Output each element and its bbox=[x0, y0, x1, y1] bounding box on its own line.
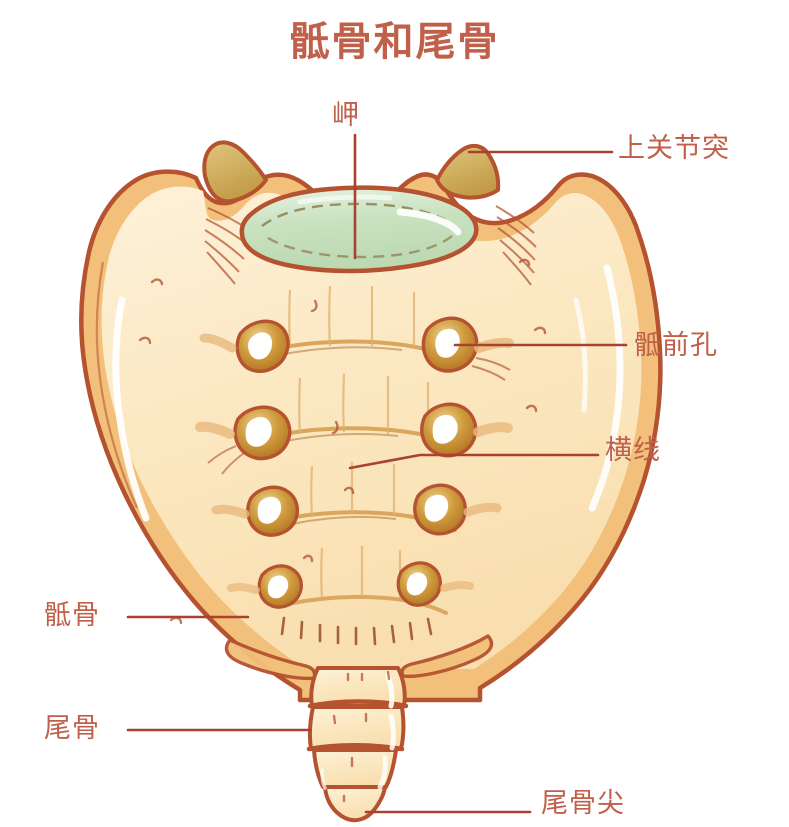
sacral-foramen-right-2 bbox=[420, 402, 513, 458]
label-sacral-foramina: 骶前孔 bbox=[634, 330, 718, 360]
page-title: 骶骨和尾骨 bbox=[289, 20, 500, 64]
transverse-line-shadows bbox=[279, 346, 403, 525]
sacrum-lower-wings bbox=[224, 634, 494, 681]
sacral-foramen-right-3 bbox=[413, 483, 502, 536]
sacral-foramen-right-1 bbox=[421, 316, 514, 381]
leader-lines bbox=[126, 133, 628, 814]
sacral-foramen-left-2 bbox=[195, 405, 292, 475]
coccyx-joint-1 bbox=[307, 699, 409, 709]
sacral-body-striations bbox=[288, 285, 430, 599]
sacral-foramen-left-3 bbox=[211, 485, 300, 537]
sacrum-bottom-dashes bbox=[280, 616, 433, 646]
coccyx-segment-2 bbox=[307, 705, 406, 751]
label-coccyx-apex: 尾骨尖 bbox=[541, 788, 625, 818]
sacral-foramen-left-1 bbox=[199, 319, 290, 373]
label-transverse-lines: 横线 bbox=[605, 435, 661, 465]
sacrum-left-contour bbox=[95, 261, 139, 509]
coccyx-apex-segment bbox=[323, 785, 387, 823]
label-promontory: 岬 bbox=[332, 100, 360, 130]
label-coccyx: 尾骨 bbox=[44, 713, 100, 743]
intervertebral-disc bbox=[239, 185, 479, 274]
superior-articular-process-left bbox=[202, 140, 268, 204]
sacrum-right-highlight bbox=[588, 264, 624, 512]
sacral-foramen-right-4 bbox=[396, 561, 474, 607]
superior-articular-process-right bbox=[435, 143, 501, 200]
coccyx-group bbox=[306, 666, 409, 823]
sacral-ala-striations-right bbox=[495, 205, 537, 286]
sacrum-right-highlight-2 bbox=[573, 297, 588, 413]
sacrum-left-highlight bbox=[112, 296, 150, 522]
label-sacrum: 骶骨 bbox=[44, 600, 100, 630]
sacral-foramen-left-4 bbox=[227, 564, 303, 609]
leader-transverse-lines bbox=[348, 453, 600, 470]
label-superior-articular-process: 上关节突 bbox=[618, 133, 730, 163]
